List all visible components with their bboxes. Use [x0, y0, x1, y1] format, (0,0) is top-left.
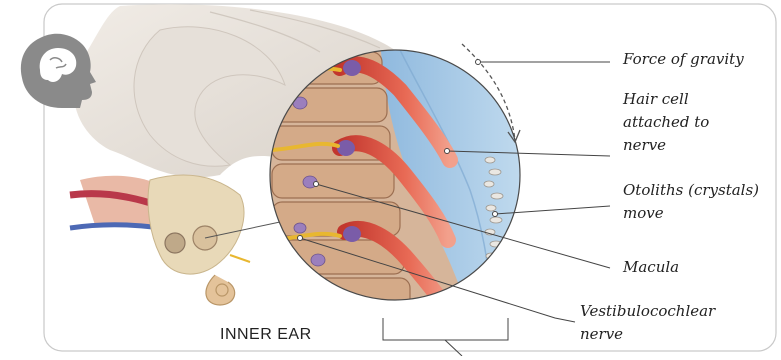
label-vestibulocochlear-line1: Vestibulocochlear	[580, 302, 715, 321]
label-otoliths-line2: move	[623, 204, 664, 223]
label-hair-cell-line2: attached to	[623, 113, 709, 132]
label-hair-cell-line1: Hair cell	[623, 90, 689, 109]
label-inner-ear: INNER EAR	[220, 326, 312, 344]
label-force-of-gravity: Force of gravity	[623, 50, 744, 69]
label-macula: Macula	[623, 258, 679, 277]
label-otoliths-line1: Otoliths (crystals)	[623, 181, 759, 200]
label-hair-cell-line3: nerve	[623, 136, 666, 155]
label-vestibulocochlear-line2: nerve	[580, 325, 623, 344]
